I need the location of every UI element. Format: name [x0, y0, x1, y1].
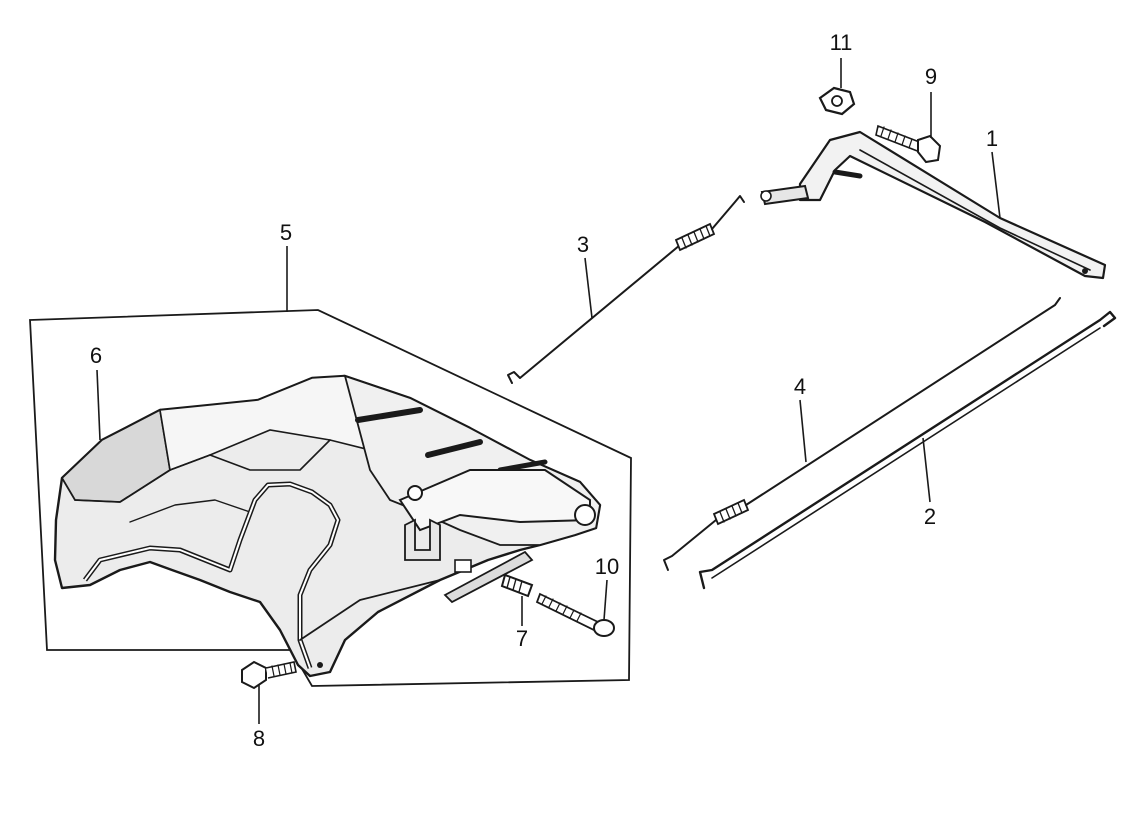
bolt-9: [875, 124, 942, 164]
callout-6: 6: [90, 343, 102, 368]
callout-4: 4: [794, 374, 806, 399]
callout-7: 7: [516, 626, 528, 651]
callout-labels: 11 9 1 3 5 6 4 2 10 7 8: [90, 30, 998, 751]
callout-11: 11: [830, 30, 853, 55]
callout-8: 8: [253, 726, 265, 751]
callout-10: 10: [595, 554, 619, 579]
cover-shroud: [53, 374, 602, 678]
nut-11: [818, 86, 856, 116]
bolt-8: [241, 660, 297, 690]
spring-rod-3: [507, 195, 745, 384]
callout-9: 9: [925, 64, 937, 89]
assembly-group-outline: [29, 309, 632, 687]
leader-lines: [96, 58, 1001, 724]
spring-rod-4: [663, 297, 1061, 571]
callout-2: 2: [924, 504, 936, 529]
callout-5: 5: [280, 220, 292, 245]
bolt-10: [535, 592, 615, 637]
spacer-7: [500, 573, 534, 598]
callout-3: 3: [577, 232, 589, 257]
rod-2: [698, 310, 1117, 590]
lever-arm-1: [760, 130, 1107, 280]
callout-1: 1: [986, 126, 998, 151]
